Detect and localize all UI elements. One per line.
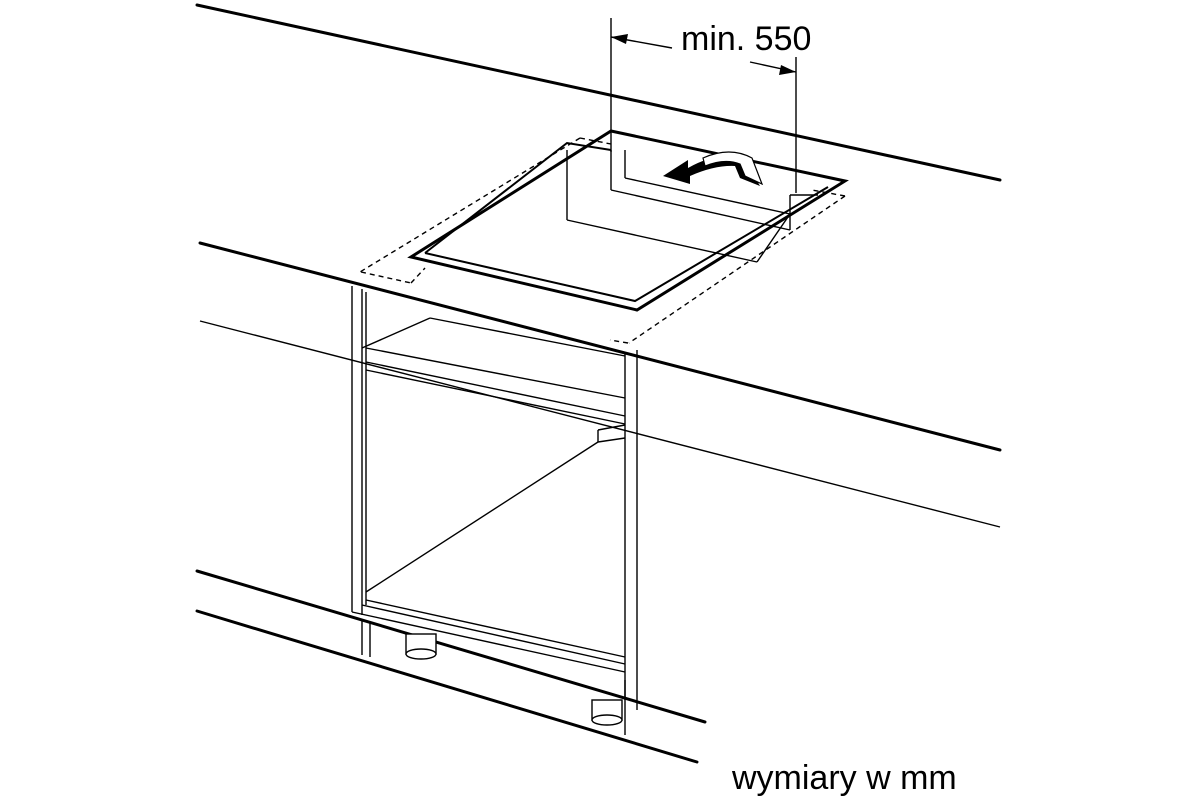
dimension-min-550: min. 550: [610, 18, 811, 193]
units-note: wymiary w mm: [731, 759, 957, 797]
dimension-label: min. 550: [681, 20, 811, 58]
airflow-arrow-icon: [663, 151, 764, 186]
plinth-top-line: [195, 569, 707, 724]
plinth-bottom-line: [195, 609, 699, 764]
cabinet-feet: [405, 633, 623, 726]
cabinet: [351, 286, 638, 735]
worktop-front-top-edge: [198, 241, 1002, 452]
worktop-front-bottom-edge: [199, 320, 1001, 528]
worktop-rear-edge: [195, 3, 1002, 182]
worktop-cutout: [407, 129, 849, 312]
hob-dashed-outline: [359, 137, 846, 344]
